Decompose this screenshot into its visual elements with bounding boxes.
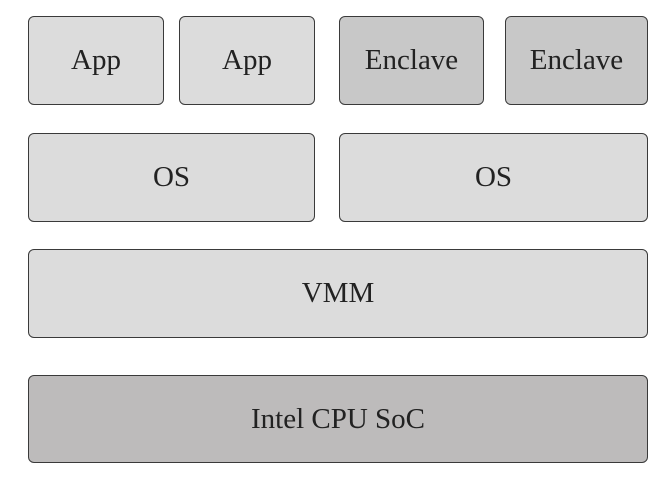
os-box-1: OS (28, 133, 315, 222)
os-label-1: OS (152, 161, 191, 193)
enclave-box-1: Enclave (339, 16, 484, 105)
enclave-label-2: Enclave (529, 44, 624, 76)
app-box-2: App (179, 16, 315, 105)
enclave-box-2: Enclave (505, 16, 648, 105)
os-box-2: OS (339, 133, 648, 222)
app-label-1: App (71, 44, 121, 76)
vmm-label: VMM (301, 277, 375, 309)
os-label-2: OS (474, 161, 513, 193)
intel-cpu-soc-label: Intel CPU SoC (250, 402, 426, 435)
intel-cpu-soc-box: Intel CPU SoC (28, 375, 648, 463)
enclave-label-1: Enclave (364, 44, 459, 76)
vmm-box: VMM (28, 249, 648, 338)
app-label-2: App (222, 44, 272, 76)
app-box-1: App (28, 16, 164, 105)
